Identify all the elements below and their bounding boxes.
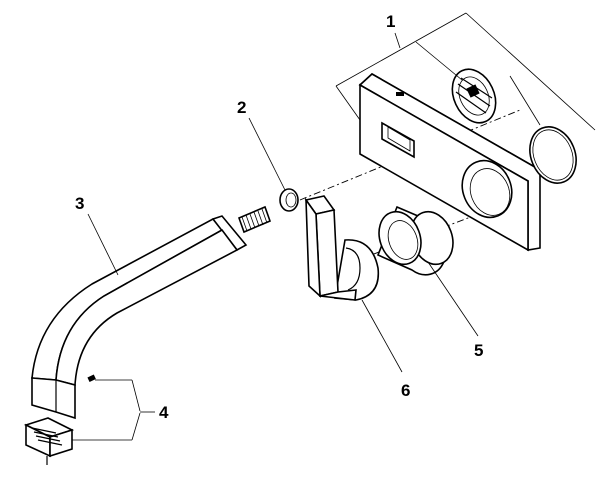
washer bbox=[279, 188, 299, 212]
assembly-axis bbox=[299, 109, 521, 201]
mounting-ring bbox=[451, 68, 497, 124]
set-screw bbox=[87, 374, 96, 382]
plate-tab bbox=[396, 92, 404, 96]
callout-1: 1 bbox=[386, 12, 395, 31]
spout bbox=[31, 205, 272, 420]
aerator bbox=[23, 417, 75, 465]
callout-4: 4 bbox=[159, 403, 169, 422]
spout-thread bbox=[237, 205, 272, 234]
callout-5: 5 bbox=[474, 341, 483, 360]
leader-lines bbox=[72, 12, 596, 441]
o-ring bbox=[529, 126, 577, 184]
lever-handle bbox=[304, 195, 380, 301]
callout-3: 3 bbox=[75, 194, 84, 213]
callout-6: 6 bbox=[401, 381, 410, 400]
callout-2: 2 bbox=[237, 98, 246, 117]
handle-sleeve bbox=[376, 205, 454, 276]
cover-plate bbox=[358, 73, 542, 252]
